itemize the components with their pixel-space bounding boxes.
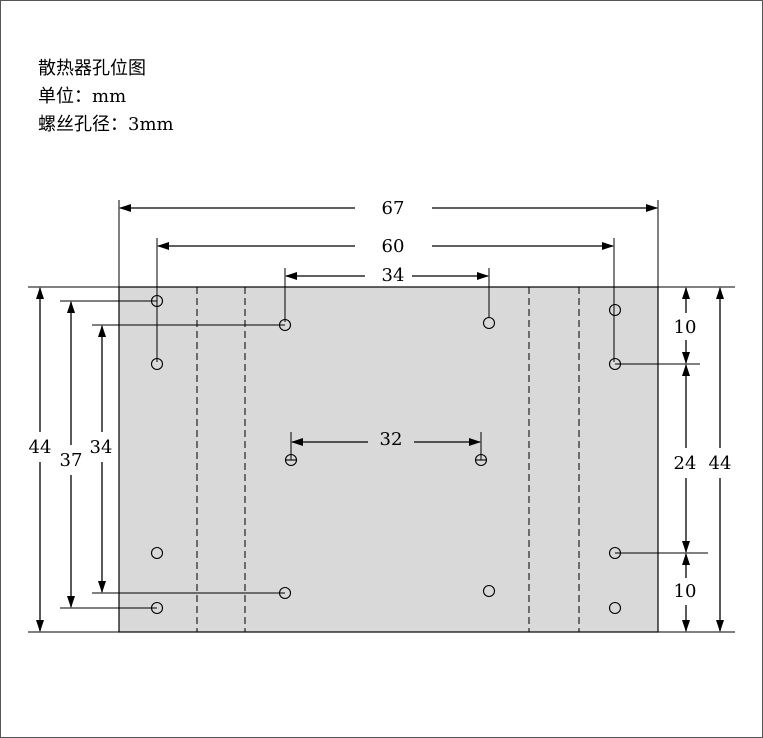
mounting-hole [278, 318, 292, 332]
diagram-title: 散热器孔位图 [38, 58, 146, 79]
mounting-hole [482, 316, 496, 330]
dimension-label-right-24: 24 [674, 453, 697, 474]
dimension-label-right-10-bottom: 10 [674, 581, 697, 602]
mounting-hole [608, 303, 622, 317]
mounting-hole [150, 601, 164, 615]
mounting-hole [608, 357, 622, 371]
dimension-label-right-10-top: 10 [674, 317, 697, 338]
mounting-hole [150, 357, 164, 371]
dimension-label-left-37: 37 [60, 450, 83, 471]
dimension-label-left-44: 44 [29, 437, 52, 458]
dimension-label-right-44: 44 [709, 453, 732, 474]
dimension-label-34-top: 34 [382, 265, 405, 286]
unit-label: 单位：mm [38, 86, 127, 107]
mounting-hole [608, 601, 622, 615]
screw-hole-diameter-label: 螺丝孔径：3mm [38, 114, 174, 135]
mounting-hole [278, 586, 292, 600]
mounting-hole [150, 294, 164, 308]
dimension-label-60: 60 [382, 236, 405, 257]
mounting-hole [150, 546, 164, 560]
dimension-label-32: 32 [380, 429, 403, 450]
dimension-label-67: 67 [382, 198, 405, 219]
mounting-hole [482, 584, 496, 598]
heatsink-plate [118, 286, 659, 633]
dimension-label-left-34: 34 [90, 437, 113, 458]
mounting-hole [608, 546, 622, 560]
